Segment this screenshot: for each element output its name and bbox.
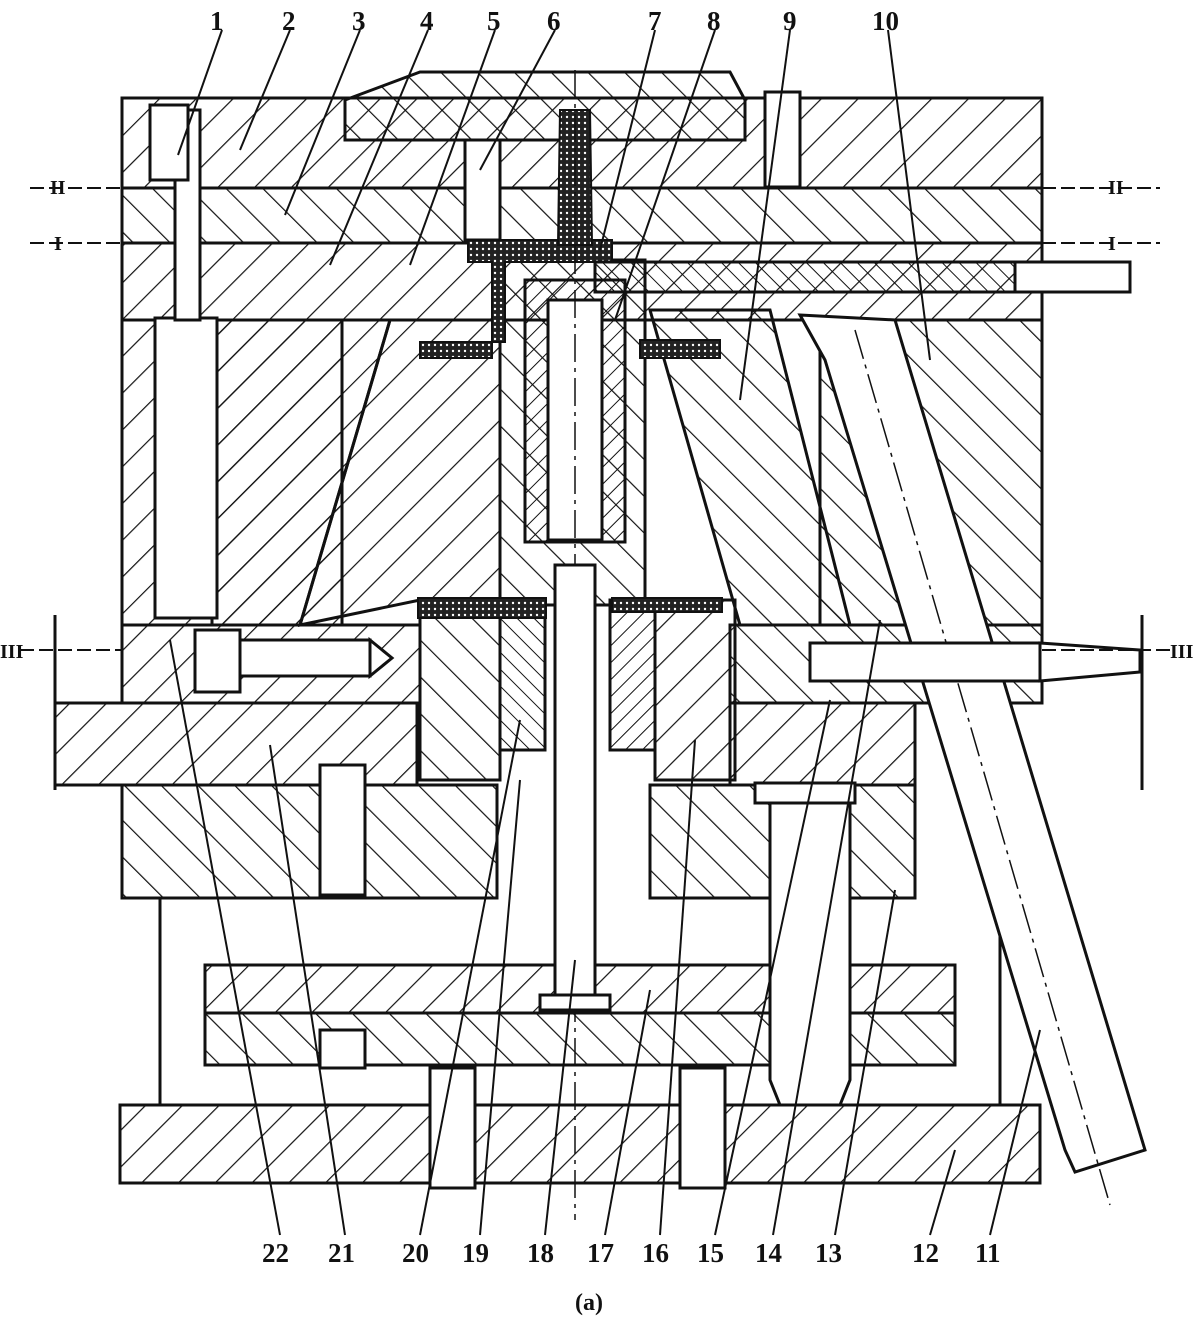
- sprue-bushing-flange: [343, 70, 747, 142]
- label-14: 14: [755, 1238, 782, 1268]
- label-19: 19: [462, 1238, 489, 1268]
- label-4: 4: [420, 6, 434, 36]
- cooling-channels: [53, 260, 1144, 790]
- core-sleeve-19: [498, 598, 547, 752]
- bolts: [318, 90, 802, 1190]
- push-rod: [753, 781, 857, 1107]
- section-left-II: II: [50, 177, 66, 199]
- section-right-I: I: [1108, 233, 1116, 255]
- section-left-III: III: [0, 641, 24, 663]
- label-2: 2: [282, 6, 296, 36]
- core-retaining-plate-right: [728, 701, 917, 787]
- label-15: 15: [697, 1238, 724, 1268]
- guide-screw: [193, 628, 395, 694]
- core-sleeve-16: [608, 598, 657, 752]
- core-block-right: [653, 598, 737, 782]
- bottom-labels: 22 21 20 19 18 17 16 15 14 13 12 11: [262, 1238, 1001, 1268]
- label-17: 17: [587, 1238, 614, 1268]
- label-13: 13: [815, 1238, 842, 1268]
- section-labels: II I III II I III: [0, 177, 1194, 663]
- label-21: 21: [328, 1238, 355, 1268]
- label-5: 5: [487, 6, 501, 36]
- label-18: 18: [527, 1238, 554, 1268]
- angled-pin: [797, 313, 1147, 1206]
- label-7: 7: [648, 6, 662, 36]
- figure-caption: (a): [575, 1290, 603, 1316]
- core-block-left: [418, 598, 502, 782]
- label-8: 8: [707, 6, 721, 36]
- section-lines: [20, 187, 1175, 651]
- label-10: 10: [872, 6, 899, 36]
- label-11: 11: [975, 1238, 1001, 1268]
- threaded-core: [523, 70, 627, 1220]
- bottom-clamp-plate: [118, 1103, 1042, 1185]
- label-16: 16: [642, 1238, 669, 1268]
- label-3: 3: [352, 6, 366, 36]
- ejector-pin: [538, 563, 612, 1012]
- section-right-III: III: [1170, 641, 1194, 663]
- label-22: 22: [262, 1238, 289, 1268]
- label-20: 20: [402, 1238, 429, 1268]
- leader-lines: [169, 29, 1041, 1236]
- label-9: 9: [783, 6, 797, 36]
- mold-plates: [53, 70, 1044, 1185]
- top-labels: 1 2 3 4 5 6 7 8 9 10: [210, 6, 899, 36]
- spacer-block-left: [120, 783, 499, 900]
- label-12: 12: [912, 1238, 939, 1268]
- section-left-I: I: [54, 233, 62, 255]
- label-1: 1: [210, 6, 224, 36]
- label-6: 6: [547, 6, 561, 36]
- section-right-II: II: [1108, 177, 1124, 199]
